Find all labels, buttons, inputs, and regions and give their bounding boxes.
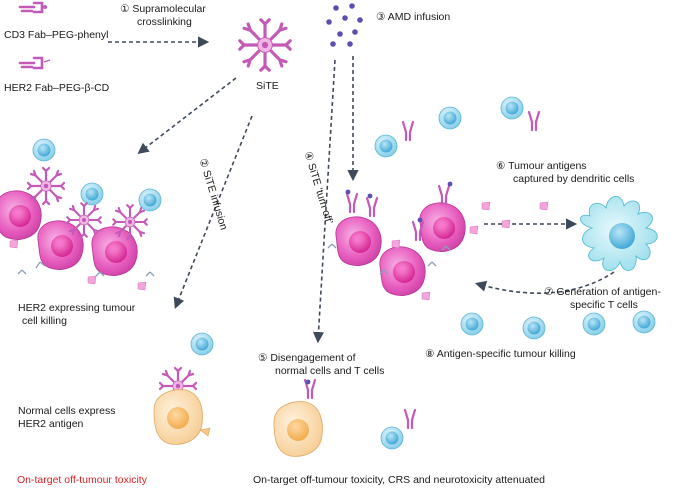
attenuated-label: On-target off-tumour toxicity, CRS and n… [253, 474, 546, 486]
tumour-killing-cluster [0, 138, 162, 291]
arrow-tcell-generation [474, 271, 615, 294]
dendritic-cell-icon [580, 196, 658, 272]
normal-cell-icon [273, 401, 323, 457]
t-cell-icon [582, 312, 606, 336]
tumour-cell-icon [335, 216, 382, 266]
tumour-cell-icon [419, 202, 466, 252]
toxicity-label: On-target off-tumour toxicity [17, 474, 147, 486]
her2-fab-icon [18, 56, 51, 70]
site-label: SiTE [256, 80, 279, 92]
t-cell-icon [500, 96, 524, 120]
cd3-fab-icon [18, 1, 47, 14]
site-complex-icon [238, 18, 292, 72]
step-8-label: ⑧ Antigen-specific tumour killing [425, 348, 576, 360]
site-off-cluster [327, 181, 549, 301]
t-cell-icon [632, 310, 656, 334]
t-cell-icon [80, 182, 104, 206]
step-6-label: ⑥ Tumour antigens captured by dendritic … [496, 160, 635, 185]
cd3-legend-label: CD3 Fab–PEG-phenyl [4, 29, 109, 41]
t-cell-icon [374, 134, 398, 158]
her2-legend-label: HER2 Fab–PEG-β-CD [4, 82, 110, 94]
t-cell-icon [460, 312, 484, 336]
normal-cell-toxicity [153, 332, 214, 445]
normal-cell-disengaged [273, 378, 417, 457]
tumour-killing-label: HER2 expressing tumour cell killing [18, 302, 136, 327]
step-3-label: ③ AMD infusion [376, 11, 451, 23]
step-7-label: ⑦ Generation of antigen- specific T cell… [544, 286, 661, 311]
normal-cell-icon [153, 389, 203, 445]
tumour-cell-icon [379, 246, 426, 296]
t-cell-icon [190, 332, 214, 356]
t-cell-icon [522, 316, 546, 340]
arrow-site-to-normal [173, 115, 253, 309]
arrow-site-turn-off [312, 59, 336, 344]
t-cell-icon [438, 106, 462, 130]
t-cell-icon [32, 138, 56, 162]
t-cell-icon [380, 426, 404, 450]
amd-molecules-icon [326, 3, 363, 47]
arrow-site-infusion [137, 77, 237, 154]
step-5-label: ⑤ Disengagement of normal cells and T ce… [258, 352, 385, 377]
step-1-label: ① Supramolecular crosslinking [120, 3, 206, 28]
normal-cells-label: Normal cells express HER2 antigen [18, 405, 116, 430]
t-cell-icon [138, 188, 162, 212]
